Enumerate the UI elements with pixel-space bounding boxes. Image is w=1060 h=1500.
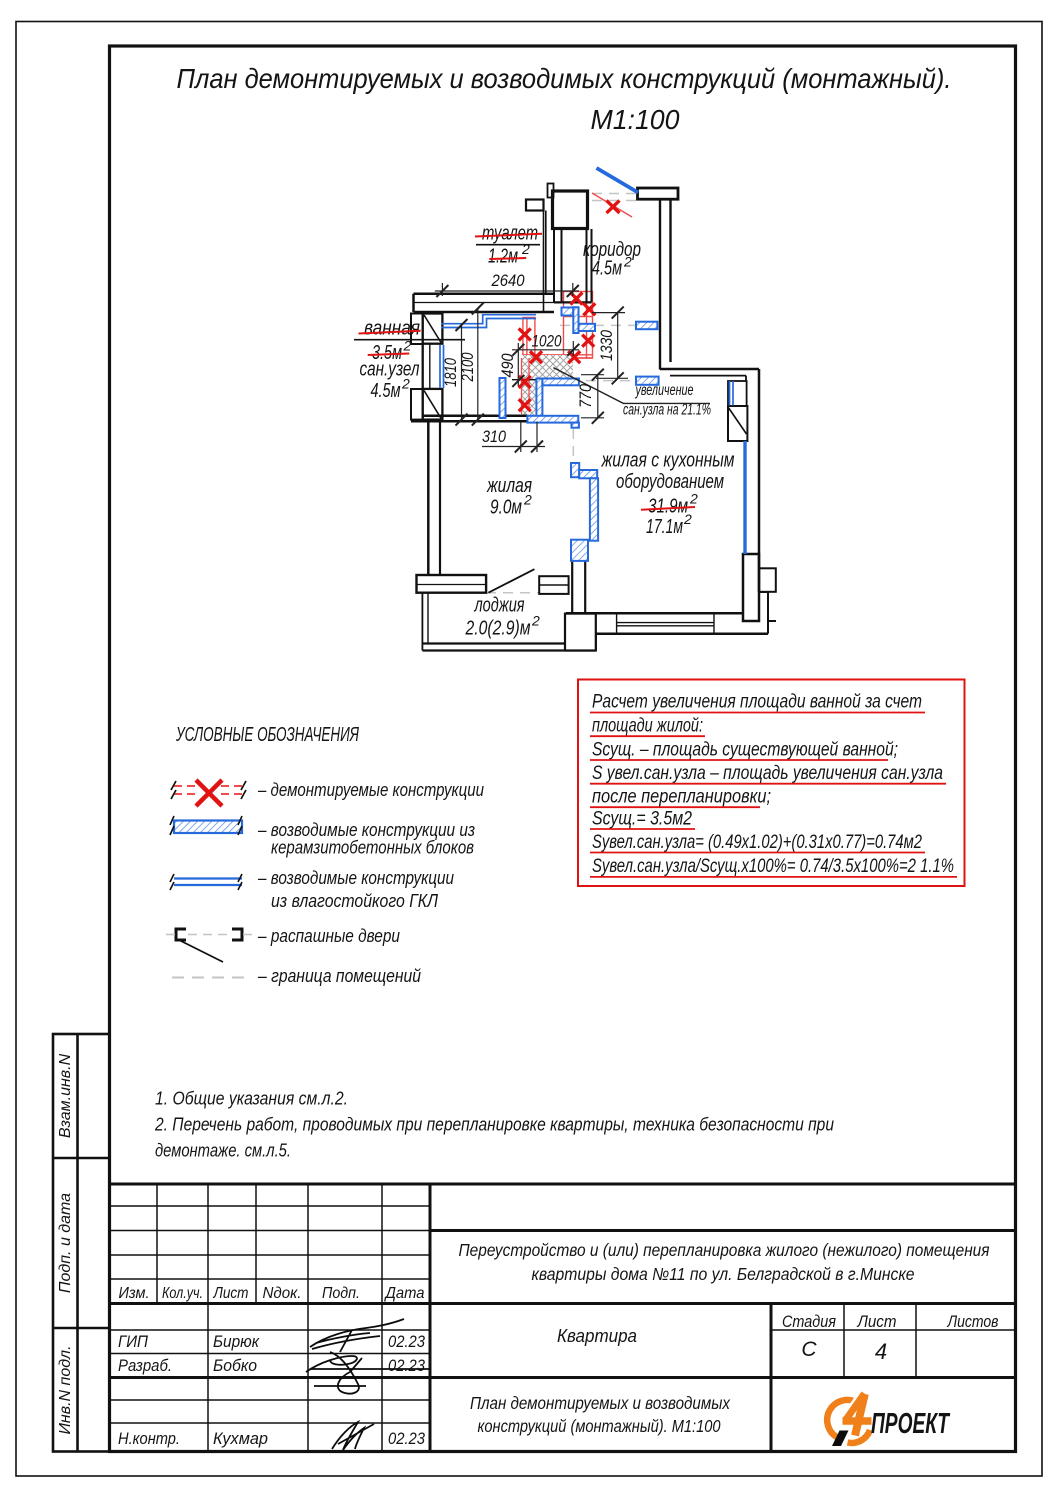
svg-text:2: 2 (623, 254, 632, 270)
svg-text:2: 2 (523, 492, 532, 508)
svg-text:Бирюк: Бирюк (213, 1333, 260, 1351)
svg-text:1810: 1810 (442, 357, 460, 387)
svg-text:2.0(2.9)м: 2.0(2.9)м (465, 618, 531, 640)
svg-text:1. Общие указания см.л.2.: 1. Общие указания см.л.2. (155, 1089, 348, 1109)
svg-text:2100: 2100 (459, 352, 477, 382)
svg-text:– граница помещений: – граница помещений (257, 965, 421, 986)
svg-text:S увел.сан.узла – площадь увел: S увел.сан.узла – площадь увеличения сан… (592, 762, 943, 784)
svg-text:керамзитобетонных блоков: керамзитобетонных блоков (271, 837, 474, 858)
svg-text:сан.узла на 21.1%: сан.узла на 21.1% (623, 402, 711, 419)
svg-text:2: 2 (531, 613, 540, 629)
svg-text:31.9м: 31.9м (648, 496, 688, 518)
svg-text:2: 2 (683, 511, 692, 527)
svg-text:жилая с кухонным: жилая с кухонным (601, 450, 735, 472)
svg-text:Квартира: Квартира (557, 1326, 637, 1346)
svg-text:2: 2 (689, 491, 698, 507)
svg-text:9.0м: 9.0м (490, 497, 522, 519)
svg-text:02.23: 02.23 (388, 1430, 426, 1448)
svg-text:1.2м: 1.2м (488, 246, 518, 268)
svg-text:Лист: Лист (857, 1313, 897, 1331)
svg-text:жилая: жилая (486, 475, 532, 497)
svg-text:План демонтируемых и возвод: План демонтируемых и возводимых конструк… (177, 63, 952, 94)
svg-text:Листов: Листов (947, 1313, 999, 1331)
svg-text:– возводимые конструкции из: – возводимые конструкции из (257, 819, 475, 840)
svg-text:квартиры дома №11 по ул. Белгр: квартиры дома №11 по ул. Белградской в г… (532, 1264, 915, 1284)
svg-text:оборудованием: оборудованием (616, 471, 724, 493)
svg-text:сан.узел: сан.узел (360, 359, 420, 381)
svg-text:770: 770 (577, 383, 595, 408)
svg-text:2640: 2640 (491, 272, 526, 290)
svg-text:Бобко: Бобко (213, 1357, 257, 1375)
svg-text:310: 310 (482, 428, 507, 446)
svg-text:Кол.уч.: Кол.уч. (162, 1285, 203, 1302)
svg-text:2: 2 (403, 338, 412, 354)
svg-text:конструкций (монтажный). М1:10: конструкций (монтажный). М1:100 (478, 1416, 721, 1436)
svg-text:490: 490 (499, 353, 517, 378)
svg-text:после перепланировки;: после перепланировки; (592, 786, 771, 808)
svg-text:3.5м: 3.5м (372, 342, 402, 364)
svg-text:Расчет увеличения площади ванн: Расчет увеличения площади ванной за счет (592, 691, 922, 713)
svg-text:Nдок.: Nдок. (263, 1285, 302, 1302)
svg-text:Взам.инв.N: Взам.инв.N (57, 1053, 74, 1138)
svg-text:– возводимые конструкции: – возводимые конструкции (257, 867, 454, 888)
svg-text:демонтаже. см.л.5.: демонтаже. см.л.5. (155, 1141, 291, 1161)
svg-text:УСЛОВНЫЕ ОБОЗНАЧЕНИЯ: УСЛОВНЫЕ ОБОЗНАЧЕНИЯ (175, 724, 359, 746)
svg-text:Дата: Дата (384, 1285, 425, 1302)
svg-text:Инв.N подл.: Инв.N подл. (57, 1345, 74, 1434)
svg-text:4.5м: 4.5м (371, 380, 401, 402)
svg-text:Лист: Лист (213, 1285, 249, 1302)
svg-text:туалет: туалет (482, 223, 538, 245)
svg-text:площади жилой:: площади жилой: (592, 715, 703, 737)
svg-text:– распашные двери: – распашные двери (257, 925, 400, 946)
svg-text:2: 2 (521, 241, 530, 257)
svg-text:4.5м: 4.5м (592, 258, 622, 280)
svg-text:Стадия: Стадия (782, 1313, 836, 1331)
svg-text:Sувел.сан.узла/Sсущ.х100%= 0.7: Sувел.сан.узла/Sсущ.х100%= 0.74/3.5х100%… (592, 855, 954, 877)
svg-text:С: С (801, 1338, 817, 1361)
svg-text:Sсущ.= 3.5м2: Sсущ.= 3.5м2 (592, 808, 692, 830)
svg-text:2: 2 (401, 376, 410, 392)
svg-text:Изм.: Изм. (119, 1285, 150, 1302)
svg-text:ГИП: ГИП (118, 1333, 148, 1351)
svg-text:Подп.: Подп. (322, 1285, 360, 1302)
svg-text:из влагостойкого ГКЛ: из влагостойкого ГКЛ (271, 890, 438, 911)
svg-text:2. Перечень работ, проводимых: 2. Перечень работ, проводимых при перепл… (154, 1115, 834, 1135)
svg-text:ПРОЕКТ: ПРОЕКТ (871, 1408, 951, 1440)
svg-text:Подп. и дата: Подп. и дата (57, 1193, 74, 1293)
svg-text:17.1м: 17.1м (646, 516, 683, 538)
svg-text:увеличение: увеличение (635, 382, 694, 399)
svg-text:Н.контр.: Н.контр. (118, 1430, 180, 1448)
svg-text:План демонтируемых и возводимы: План демонтируемых и возводимых (470, 1393, 731, 1413)
svg-text:Переустройство и (или) перепла: Переустройство и (или) перепланировка жи… (459, 1240, 990, 1260)
svg-text:Кухмар: Кухмар (213, 1430, 268, 1448)
svg-text:М1:100: М1:100 (591, 104, 680, 135)
svg-text:1330: 1330 (598, 329, 616, 361)
svg-text:– демонтируемые конструкции: – демонтируемые конструкции (257, 779, 484, 800)
svg-text:Sувел.сан.узла= (0.49х1.02)+(0: Sувел.сан.узла= (0.49х1.02)+(0.31х0.77)=… (592, 831, 922, 853)
svg-text:02.23: 02.23 (388, 1357, 426, 1375)
svg-text:лоджия: лоджия (474, 595, 525, 617)
svg-text:1020: 1020 (532, 333, 563, 351)
svg-text:Разраб.: Разраб. (118, 1357, 172, 1375)
svg-text:коридор: коридор (583, 239, 641, 261)
svg-text:02.23: 02.23 (388, 1333, 426, 1351)
svg-text:Sсущ. – площадь существующей в: Sсущ. – площадь существующей ванной; (592, 739, 898, 761)
svg-text:4: 4 (875, 1339, 887, 1364)
svg-text:ванная: ванная (364, 318, 420, 340)
